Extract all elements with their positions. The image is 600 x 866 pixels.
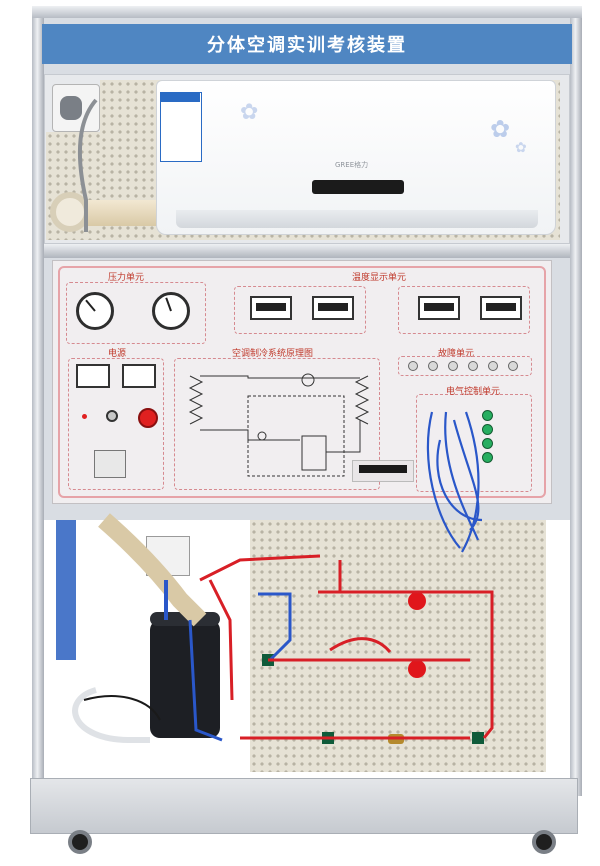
- pressure-unit: [66, 282, 206, 344]
- insulated-pipe-bundle: [84, 200, 164, 226]
- cart-base: [30, 778, 578, 834]
- indicator-led-1: [482, 410, 493, 421]
- electrical-control-unit: [416, 394, 532, 492]
- patch-cables: [426, 411, 483, 553]
- ac-display: [312, 180, 404, 194]
- compressor-cord: [83, 695, 161, 721]
- refrigeration-perforated-board: [250, 520, 546, 772]
- temperature-unit-label: 温度显示单元: [352, 273, 407, 283]
- power-unit-label: 电源: [108, 349, 127, 359]
- top-rail: [32, 6, 582, 18]
- indicator-led-4: [482, 452, 493, 463]
- left-post: [32, 6, 44, 796]
- emergency-stop-button[interactable]: [138, 408, 158, 428]
- control-panel-border: [58, 266, 546, 498]
- drain-hose: [72, 687, 150, 743]
- side-panel-blue: [56, 520, 76, 660]
- power-unit: [68, 358, 164, 490]
- low-pressure-gauge: [76, 292, 114, 330]
- title-bar: 分体空调实训考核装置: [42, 24, 572, 64]
- ac-air-vent: [176, 210, 538, 228]
- compressor: [150, 620, 220, 738]
- power-key-switch[interactable]: [106, 410, 118, 422]
- fault-switch-4[interactable]: [468, 361, 478, 371]
- red-valve-1[interactable]: [408, 592, 426, 610]
- refrigerant-lines: [164, 554, 494, 742]
- title-text: 分体空调实训考核装置: [207, 35, 407, 56]
- insulated-pipe: [98, 513, 207, 627]
- right-post: [570, 6, 582, 796]
- indoor-ac-unit: [156, 80, 556, 235]
- fault-switch-3[interactable]: [448, 361, 458, 371]
- power-indicator-led: [82, 414, 87, 419]
- schematic-drawing: [188, 373, 370, 477]
- power-cable: [77, 98, 98, 232]
- fault-switch-2[interactable]: [428, 361, 438, 371]
- red-valve-2[interactable]: [408, 660, 426, 678]
- fault-unit: [398, 356, 532, 376]
- flower-pattern-icon-3: ✿: [515, 140, 527, 156]
- power-plug: [60, 96, 82, 120]
- fault-switch-5[interactable]: [488, 361, 498, 371]
- flower-pattern-icon: ✿: [240, 100, 259, 125]
- indicator-led-2: [482, 424, 493, 435]
- indicator-led-3: [482, 438, 493, 449]
- electrical-unit-label: 电气控制单元: [446, 387, 501, 397]
- ac-brand-logo: GREE格力: [335, 161, 369, 169]
- middle-rail: [44, 244, 570, 258]
- fault-unit-label: 故障单元: [438, 349, 475, 359]
- temperature-meter-3: [418, 296, 460, 320]
- service-valve-3[interactable]: [472, 732, 484, 744]
- fault-switch-6[interactable]: [508, 361, 518, 371]
- caster-wheel-left: [68, 830, 92, 854]
- circuit-breaker[interactable]: [94, 450, 126, 478]
- schematic-area: [174, 358, 380, 490]
- voltmeter: [76, 364, 110, 388]
- energy-label-header: [160, 92, 200, 102]
- energy-label: [160, 92, 202, 162]
- flower-pattern-icon-2: ✿: [490, 115, 511, 143]
- schematic-label: 空调制冷系统原理图: [232, 349, 314, 359]
- fault-switch-1[interactable]: [408, 361, 418, 371]
- caster-wheel-right: [532, 830, 556, 854]
- high-pressure-gauge: [152, 292, 190, 330]
- temperature-meter-4: [480, 296, 522, 320]
- temperature-controller: [352, 460, 414, 482]
- temperature-unit-left: [234, 286, 366, 334]
- temperature-meter-2: [312, 296, 354, 320]
- temperature-meter-1: [250, 296, 292, 320]
- temperature-unit-right: [398, 286, 530, 334]
- pressure-unit-label: 压力单元: [108, 273, 145, 283]
- ammeter: [122, 364, 156, 388]
